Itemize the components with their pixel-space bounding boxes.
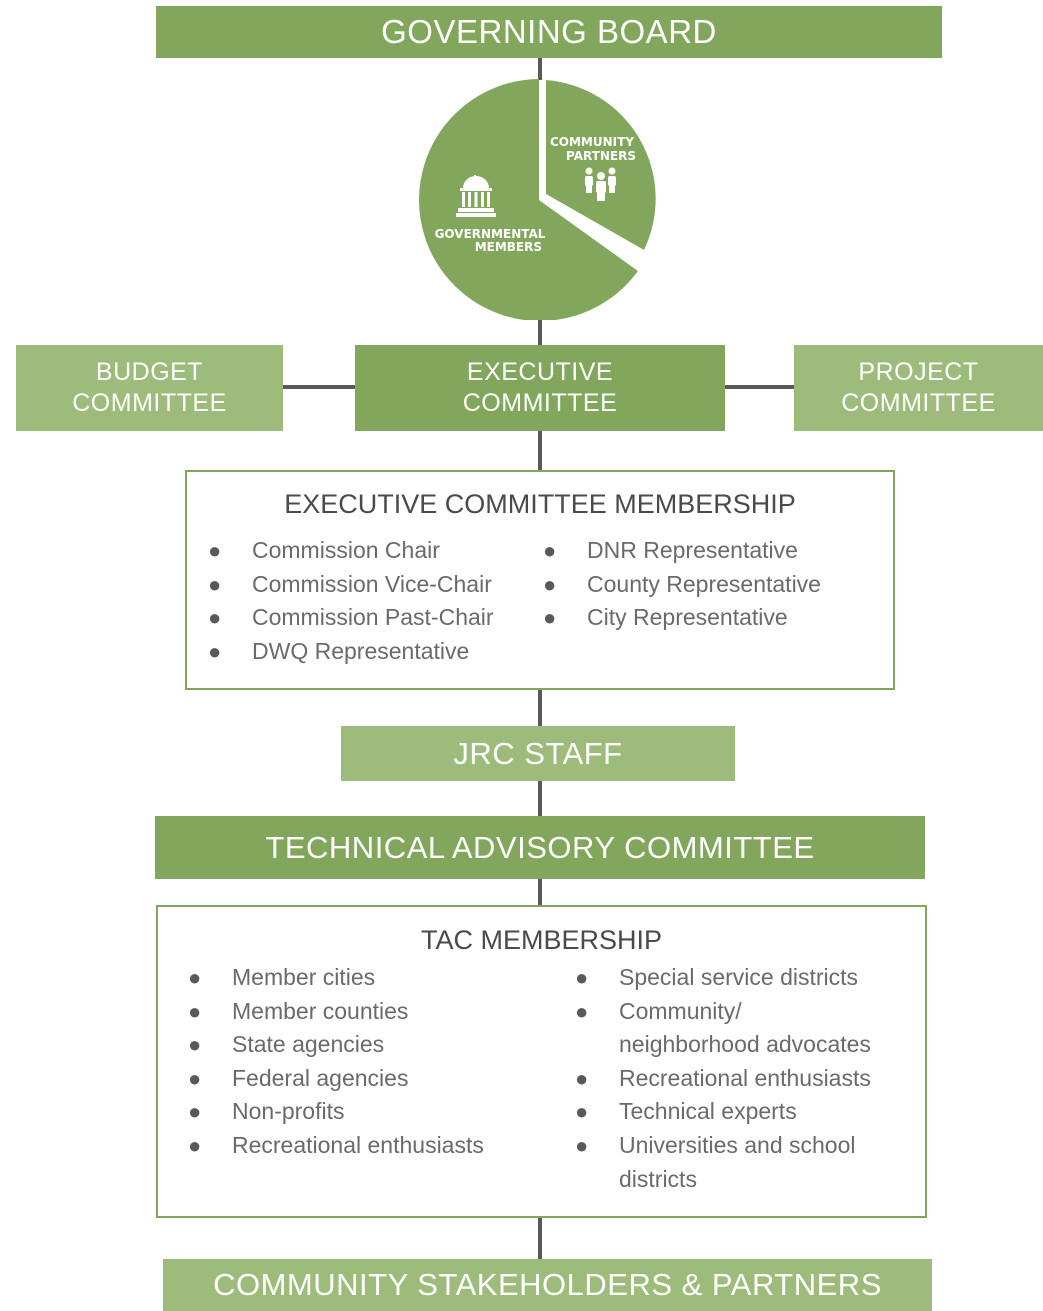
list-item: ●Member cities xyxy=(188,961,484,995)
bullet-icon: ● xyxy=(208,605,222,631)
governmental-members-label-line1: GOVERNMENTAL xyxy=(435,227,546,241)
bullet-icon: ● xyxy=(543,538,557,563)
people-group-icon xyxy=(585,167,616,201)
executive-committee-line1: EXECUTIVE xyxy=(466,358,614,386)
governing-board-title: GOVERNING BOARD xyxy=(381,13,717,50)
list-item: ●DNR Representative xyxy=(543,534,821,568)
budget-committee-line2: COMMITTEE xyxy=(72,389,227,417)
connector-board-to-pie xyxy=(538,58,542,80)
bullet-icon: ● xyxy=(208,571,222,597)
bullet-icon: ● xyxy=(575,1099,589,1125)
connector-membership-to-community xyxy=(538,1217,542,1259)
bullet-icon: ● xyxy=(575,1132,589,1158)
list-item: ●Commission Chair xyxy=(208,534,494,568)
community-stakeholders-title: COMMUNITY STAKEHOLDERS & PARTNERS xyxy=(213,1267,882,1302)
capitol-building-icon xyxy=(456,175,496,217)
tac-title: TECHNICAL ADVISORY COMMITTEE xyxy=(265,829,815,865)
community-partners-label-line1: COMMUNITY xyxy=(550,135,634,149)
executive-membership-right-list: ●DNR Representative ●County Representati… xyxy=(543,534,821,635)
connector-executive-to-project xyxy=(725,385,794,389)
bullet-icon: ● xyxy=(575,998,589,1024)
bullet-icon: ● xyxy=(188,1132,202,1158)
list-item: ●DWQ Representative xyxy=(208,635,494,669)
list-item: ●Recreational enthusiasts xyxy=(188,1129,484,1163)
tac-box: TECHNICAL ADVISORY COMMITTEE xyxy=(155,816,925,879)
bullet-icon: ● xyxy=(188,998,202,1024)
community-partners-label-line2: PARTNERS xyxy=(566,149,636,163)
list-item: ●Technical experts xyxy=(575,1095,871,1129)
community-partners-slice xyxy=(546,80,656,250)
bullet-icon: ● xyxy=(188,1032,202,1058)
governmental-members-slice xyxy=(419,79,638,320)
list-item: ●Commission Past-Chair xyxy=(208,601,494,635)
bullet-icon: ● xyxy=(543,571,557,597)
bullet-icon: ● xyxy=(575,1065,589,1091)
connector-budget-to-executive xyxy=(283,385,355,389)
list-item: ●County Representative xyxy=(543,568,821,602)
connector-membership-to-staff xyxy=(538,688,542,726)
connector-executive-to-membership xyxy=(538,431,542,471)
connector-staff-to-tac xyxy=(538,781,542,816)
project-committee-line1: PROJECT xyxy=(858,358,979,386)
bullet-icon: ● xyxy=(208,538,222,563)
bullet-icon: ● xyxy=(208,638,222,664)
connector-tac-to-membership xyxy=(538,879,542,906)
executive-committee-line2: COMMITTEE xyxy=(462,389,618,417)
list-item: ●Community/neighborhood advocates xyxy=(575,995,871,1062)
budget-committee-line1: BUDGET xyxy=(95,358,204,386)
list-item: ●Special service districts xyxy=(575,961,871,995)
bullet-icon: ● xyxy=(575,965,589,990)
budget-committee-box: BUDGET COMMITTEE xyxy=(16,345,283,431)
tac-membership-right-list: ●Special service districts ●Community/ne… xyxy=(575,961,871,1196)
tac-membership-panel: TAC MEMBERSHIP ●Member cities ●Member co… xyxy=(156,905,927,1218)
list-item: ●City Representative xyxy=(543,601,821,635)
project-committee-box: PROJECT COMMITTEE xyxy=(794,345,1043,431)
list-item: ●State agencies xyxy=(188,1028,484,1062)
tac-membership-left-list: ●Member cities ●Member counties ●State a… xyxy=(188,961,484,1163)
governing-board-box: GOVERNING BOARD xyxy=(156,6,942,58)
board-composition-pie: GOVERNMENTAL MEMBERS COMMUNITY PARTNERS xyxy=(419,79,656,320)
executive-membership-left-list: ●Commission Chair ●Commission Vice-Chair… xyxy=(208,534,494,669)
list-item: ●Federal agencies xyxy=(188,1062,484,1096)
governmental-members-label-line2: MEMBERS xyxy=(475,240,542,254)
executive-membership-panel: EXECUTIVE COMMITTEE MEMBERSHIP ●Commissi… xyxy=(185,470,895,690)
tac-membership-title: TAC MEMBERSHIP xyxy=(420,925,663,955)
project-committee-line2: COMMITTEE xyxy=(841,389,996,417)
connector-pie-to-executive xyxy=(538,316,542,346)
jrc-staff-box: JRC STAFF xyxy=(341,726,735,781)
list-item: ●Recreational enthusiasts xyxy=(575,1062,871,1096)
bullet-icon: ● xyxy=(188,1099,202,1125)
bullet-icon: ● xyxy=(188,965,202,990)
list-item: ●Non-profits xyxy=(188,1095,484,1129)
community-stakeholders-box: COMMUNITY STAKEHOLDERS & PARTNERS xyxy=(163,1259,932,1311)
list-item: ●Member counties xyxy=(188,995,484,1029)
list-item: ●Commission Vice-Chair xyxy=(208,568,494,602)
executive-membership-title: EXECUTIVE COMMITTEE MEMBERSHIP xyxy=(284,489,796,519)
jrc-staff-title: JRC STAFF xyxy=(453,735,623,771)
executive-committee-box: EXECUTIVE COMMITTEE xyxy=(355,345,725,431)
bullet-icon: ● xyxy=(543,605,557,631)
bullet-icon: ● xyxy=(188,1065,202,1091)
